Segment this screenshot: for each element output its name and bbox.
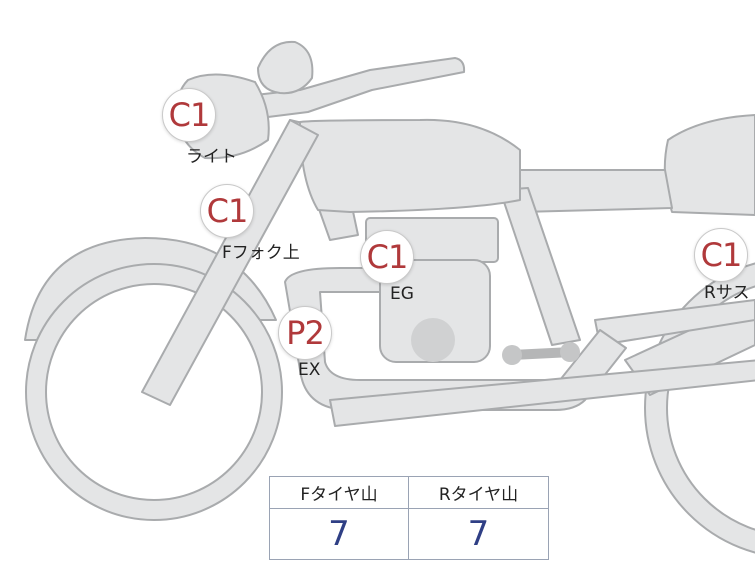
marker-front-fork[interactable]: C1	[200, 184, 254, 238]
label-rear-suspension: Rサス	[704, 283, 750, 303]
marker-exhaust[interactable]: P2	[278, 306, 332, 360]
rear-tire-value: 7	[467, 514, 490, 554]
label-engine: EG	[390, 284, 414, 304]
rear-tire-column: Rタイヤ山 7	[409, 477, 548, 559]
marker-headlight[interactable]: C1	[162, 88, 216, 142]
fuel-tank	[299, 118, 521, 213]
front-tire-header: Fタイヤ山	[270, 477, 408, 509]
rear-tire-header: Rタイヤ山	[409, 477, 548, 509]
seat	[663, 114, 755, 216]
label-exhaust: EX	[298, 360, 321, 380]
front-fork	[141, 119, 319, 406]
marker-rear-suspension[interactable]: C1	[694, 228, 748, 282]
front-tire-value: 7	[328, 514, 350, 554]
marker-engine[interactable]: C1	[360, 230, 414, 284]
label-front-fork: Fフォク上	[222, 243, 300, 263]
exhaust	[284, 267, 627, 411]
label-headlight: ライト	[186, 147, 237, 167]
tire-tread-table: Fタイヤ山 7 Rタイヤ山 7	[269, 476, 549, 560]
handlebar	[254, 57, 466, 119]
front-tire-column: Fタイヤ山 7	[270, 477, 409, 559]
